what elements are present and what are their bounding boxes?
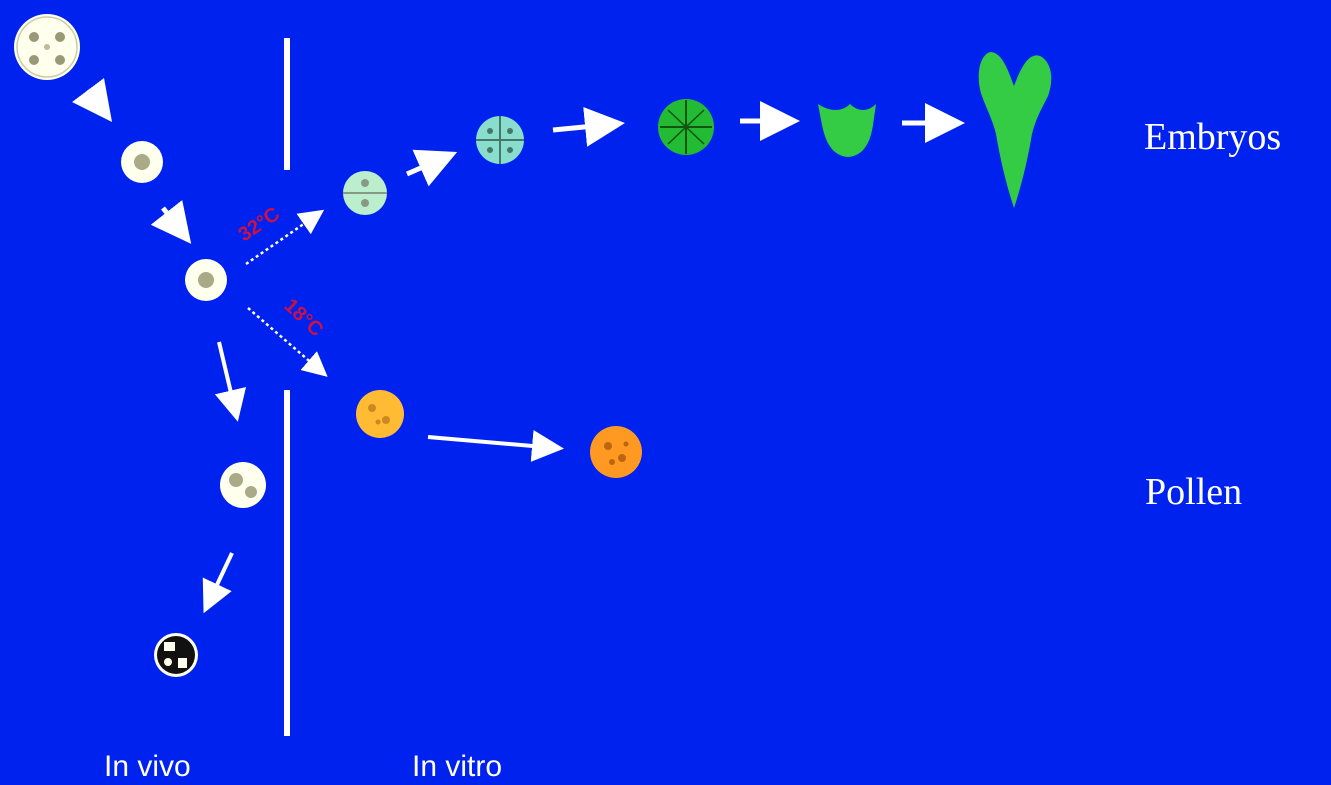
treatment-label-upper: 32°C: [234, 203, 283, 246]
pollen-cell-in-vitro-2: [590, 426, 642, 478]
in-vitro-label: In vitro: [412, 752, 502, 782]
torpedo-embryo: [979, 52, 1052, 208]
pollen-label: Pollen: [1145, 473, 1242, 511]
arrow-vivo-1: [88, 90, 106, 114]
two-cell-embryo: [343, 171, 387, 215]
mature-pollen-cell: [154, 633, 198, 677]
arrow-embryo-1: [407, 156, 448, 174]
arrow-pollen-1: [428, 437, 556, 448]
globular-heart-embryo: [818, 104, 876, 157]
treatment-label-lower: 18°C: [280, 295, 328, 342]
embryos-label: Embryos: [1144, 118, 1281, 156]
arrow-vivo-3: [219, 342, 236, 414]
microspore-cell-2: [185, 259, 227, 301]
in-vivo-label: In vivo: [104, 752, 191, 782]
tetrad-cell: [14, 14, 80, 80]
bicellular-pollen-cell: [220, 462, 266, 508]
multicellular-embryo: [658, 99, 714, 155]
microspore-cell-1: [121, 141, 163, 183]
arrow-vivo-2: [163, 208, 185, 236]
four-cell-embryo: [476, 116, 524, 164]
arrow-embryo-2: [553, 124, 615, 130]
pollen-cell-in-vitro-1: [356, 390, 404, 438]
arrow-vivo-4: [207, 553, 232, 606]
